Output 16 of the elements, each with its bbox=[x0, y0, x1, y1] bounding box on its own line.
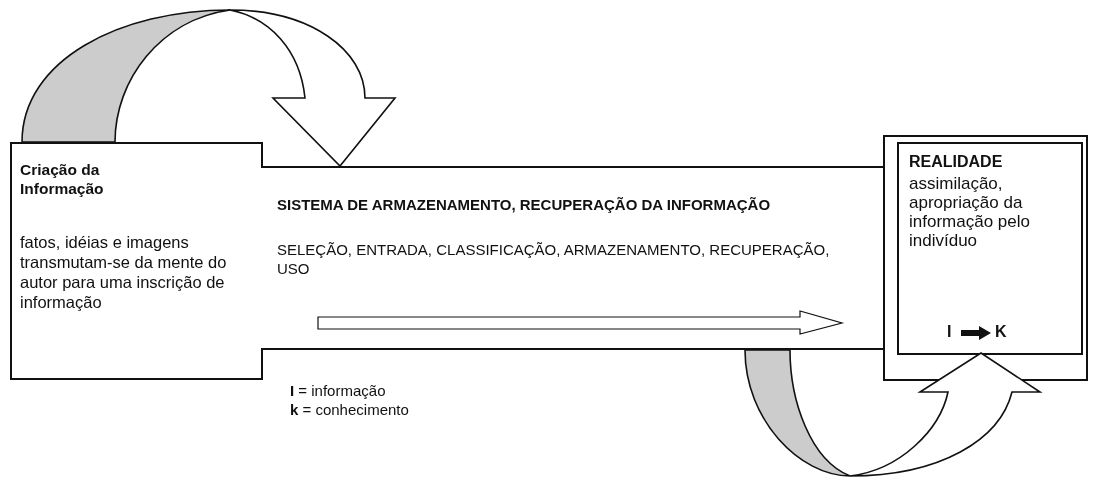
symbol-letter: K bbox=[995, 322, 1007, 341]
text-box bbox=[10, 142, 263, 380]
process-band bbox=[261, 166, 885, 350]
inner-box bbox=[897, 142, 1083, 355]
legend-note: k = conhecimento bbox=[290, 401, 409, 418]
box-description: fatos, idéias e imagens transmutam-se da mente do autor para uma inscrição de informação bbox=[20, 232, 228, 312]
curved-arrow bbox=[21, 9, 396, 167]
symbol-letter: I bbox=[947, 322, 952, 341]
curved-arrow bbox=[744, 349, 1041, 477]
box-heading: Criação da Informação bbox=[20, 160, 105, 198]
box-description: assimilação, apropriação da informação pelo indivíduo bbox=[909, 174, 1031, 250]
legend-note: I = informação bbox=[290, 382, 386, 399]
box-heading: REALIDADE bbox=[909, 152, 1004, 171]
band-heading: SISTEMA DE ARMAZENAMENTO, RECUPERAÇÃO DA INFORMAÇÃO bbox=[277, 195, 772, 214]
process-steps: SELEÇÃO, ENTRADA, CLASSIFICAÇÃO, ARMAZENAMENTO, RECUPERAÇÃO, USO bbox=[277, 240, 837, 278]
outer-box bbox=[883, 135, 1088, 381]
